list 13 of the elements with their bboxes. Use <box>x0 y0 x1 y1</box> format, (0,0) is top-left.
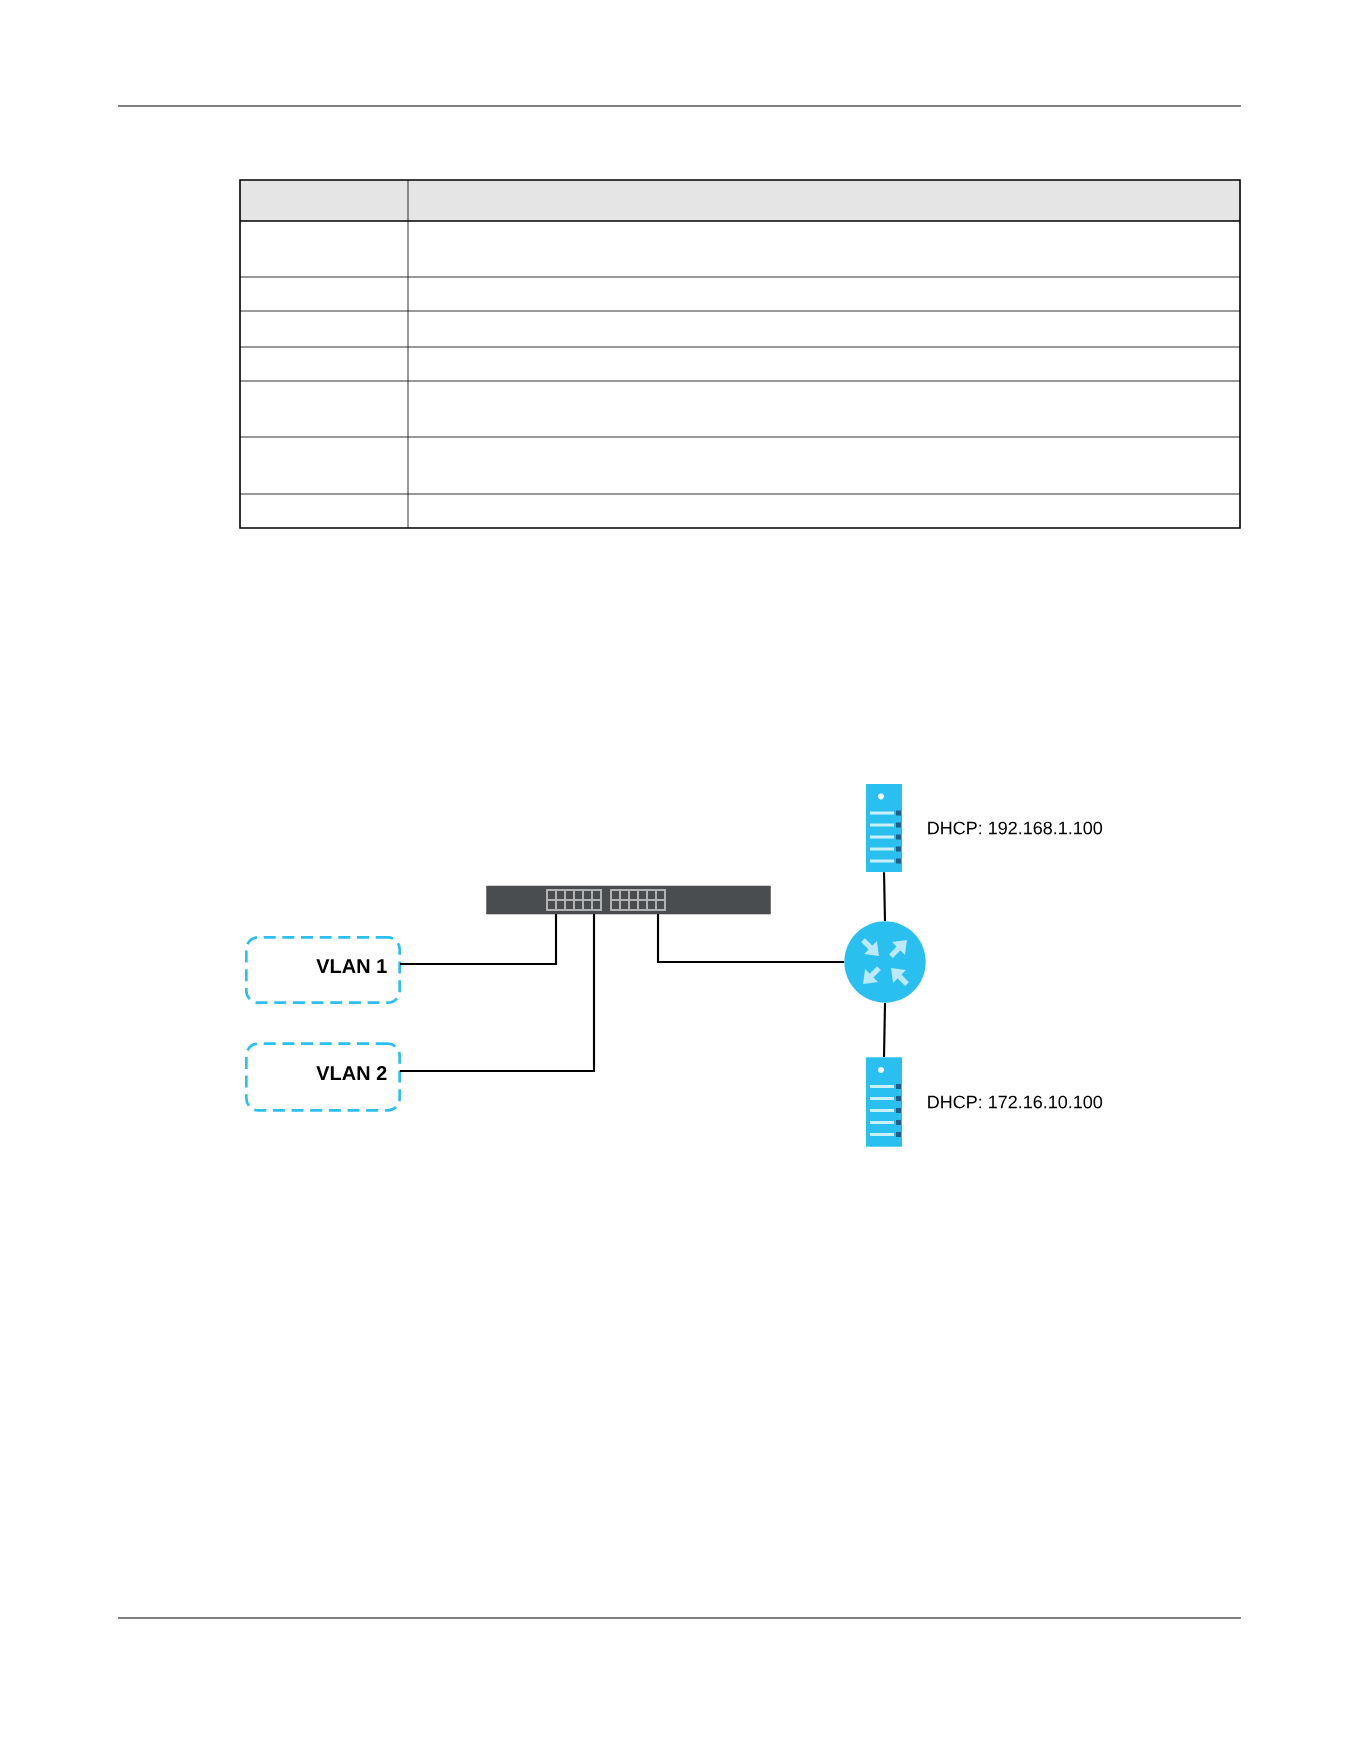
vlan-box: VLAN 1 <box>245 936 401 1004</box>
connector-line <box>882 1002 887 1058</box>
connector-line <box>400 914 558 966</box>
connector-line <box>656 914 845 964</box>
connector-line <box>400 914 596 1073</box>
router-icon <box>844 921 926 1003</box>
server-icon <box>866 1057 902 1147</box>
server-label: DHCP: 192.168.1.100 <box>928 821 1103 835</box>
vlan-box: VLAN 2 <box>245 1042 401 1112</box>
connector-line <box>882 872 887 922</box>
switch-drawing <box>486 885 771 915</box>
server-label: DHCP: 172.16.10.100 <box>928 1095 1103 1109</box>
server-icon <box>866 784 902 872</box>
